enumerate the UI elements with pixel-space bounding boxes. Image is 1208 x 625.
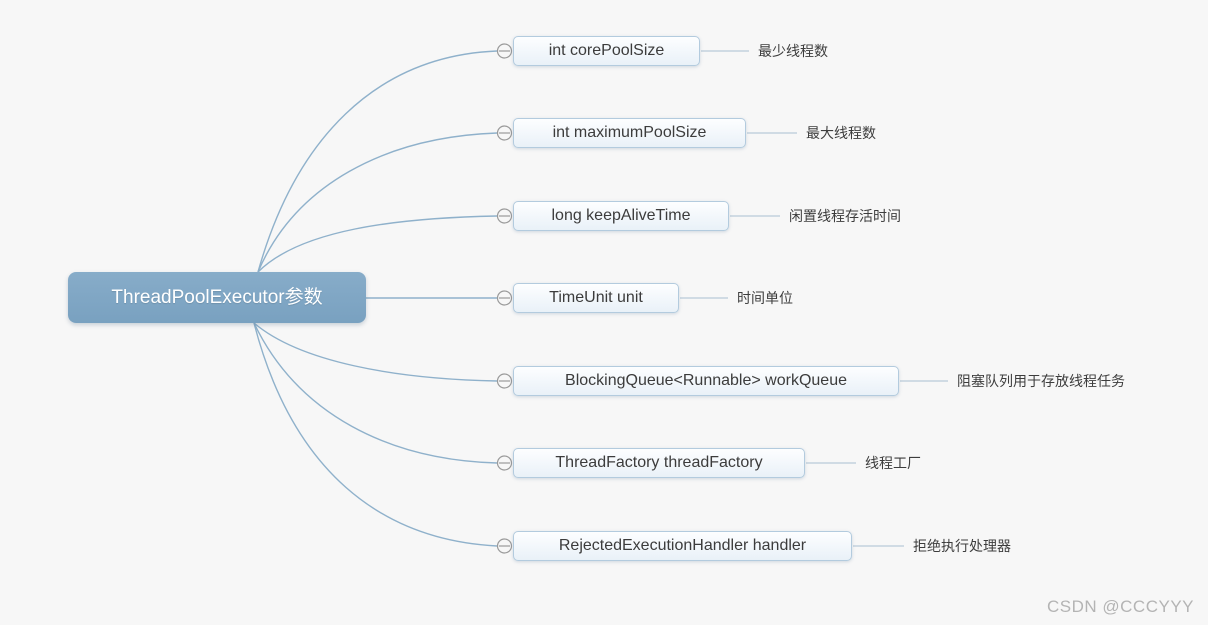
child-node-workqueue[interactable]: BlockingQueue<Runnable> workQueue (513, 366, 899, 396)
collapse-icon[interactable] (496, 125, 513, 141)
child-node-handler[interactable]: RejectedExecutionHandler handler (513, 531, 852, 561)
connector-curve (257, 215, 498, 273)
note-label-maximumpoolsize: 最大线程数 (806, 125, 876, 141)
note-label-threadfactory: 线程工厂 (865, 455, 921, 471)
collapse-icon[interactable] (496, 43, 513, 59)
note-label-handler: 拒绝执行处理器 (913, 538, 1011, 554)
connector-curve (253, 322, 498, 382)
connector-curve (257, 132, 498, 273)
collapse-icon[interactable] (496, 208, 513, 224)
connector-curve (253, 322, 498, 464)
child-node-timeunit[interactable]: TimeUnit unit (513, 283, 679, 313)
child-node-threadfactory[interactable]: ThreadFactory threadFactory (513, 448, 805, 478)
note-label-timeunit: 时间单位 (737, 290, 793, 306)
root-node-threadpoolexecutor[interactable]: ThreadPoolExecutor参数 (68, 272, 366, 323)
collapse-icon[interactable] (496, 455, 513, 471)
connector-curve (253, 322, 498, 547)
collapse-icon[interactable] (496, 290, 513, 306)
note-label-corepoolsize: 最少线程数 (758, 43, 828, 59)
child-node-maximumpoolsize[interactable]: int maximumPoolSize (513, 118, 746, 148)
child-node-corepoolsize[interactable]: int corePoolSize (513, 36, 700, 66)
note-label-keepalivetime: 闲置线程存活时间 (789, 208, 901, 224)
collapse-icon[interactable] (496, 373, 513, 389)
child-node-keepalivetime[interactable]: long keepAliveTime (513, 201, 729, 231)
csdn-watermark: CSDN @CCCYYY (1047, 597, 1194, 616)
connector-curve (257, 50, 498, 273)
note-label-workqueue: 阻塞队列用于存放线程任务 (957, 373, 1125, 389)
collapse-icon[interactable] (496, 538, 513, 554)
